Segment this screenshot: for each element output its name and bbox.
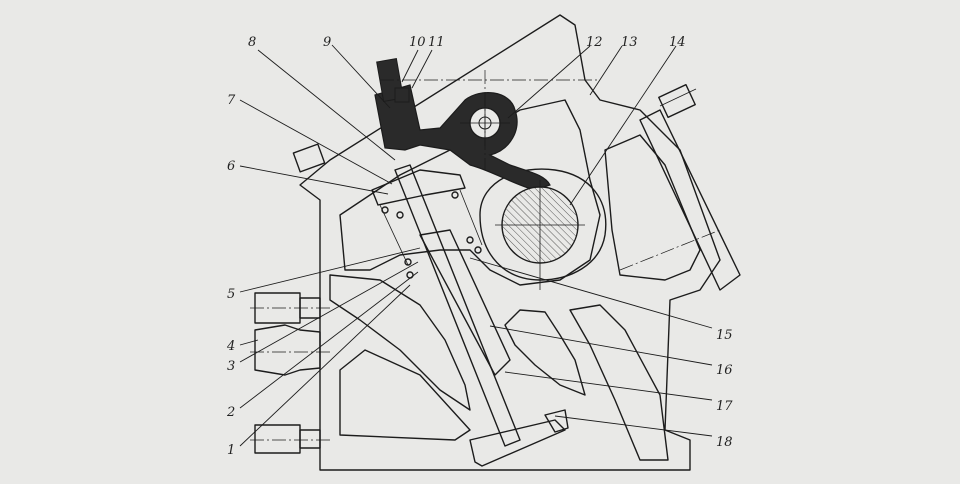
callout-18: 18 — [716, 435, 733, 450]
left-studs — [254, 143, 326, 454]
valve-seat — [544, 409, 569, 433]
side-cover-bolt — [658, 83, 696, 119]
callout-1: 1 — [227, 443, 235, 458]
side-cover-plate — [639, 109, 741, 291]
valve-stem — [394, 164, 521, 447]
valve — [394, 164, 569, 467]
side-cover — [639, 83, 741, 291]
callout-12: 12 — [586, 35, 603, 50]
callout-7: 7 — [227, 93, 236, 108]
head-outer-casting — [299, 14, 721, 471]
camshaft — [495, 180, 585, 290]
callout-4: 4 — [226, 339, 235, 354]
valve-guide — [419, 229, 511, 376]
lower-right-passage — [569, 304, 669, 461]
callout-11: 11 — [428, 35, 445, 50]
callout-14: 14 — [669, 35, 686, 50]
callout-5: 5 — [227, 287, 235, 302]
callout-17: 17 — [716, 399, 733, 414]
rocker-arm — [374, 57, 551, 191]
callout-2: 2 — [226, 405, 235, 420]
callout-3: 3 — [227, 359, 235, 374]
coolant-passage — [504, 309, 586, 396]
callout-10: 10 — [409, 35, 426, 50]
leader-lines — [239, 44, 713, 447]
callout-15: 15 — [716, 328, 733, 343]
valve-spring-assembly — [371, 169, 483, 279]
valve-head — [469, 419, 566, 467]
stud-top-left — [292, 143, 326, 173]
callout-9: 9 — [323, 35, 331, 50]
intake-port-cavity — [339, 349, 471, 441]
callout-8: 8 — [248, 35, 256, 50]
stud-middle — [254, 324, 321, 376]
callout-labels: 1 2 3 4 5 6 7 8 9 10 11 12 13 14 15 16 1… — [226, 35, 733, 458]
callout-6: 6 — [227, 159, 235, 174]
callout-13: 13 — [621, 35, 638, 50]
lock-nut — [394, 87, 410, 103]
right-wall-channel — [604, 134, 701, 281]
rocker-arm-body — [374, 84, 551, 191]
stud-lower — [254, 424, 301, 454]
exhaust-port-cavity — [329, 274, 471, 411]
callout-16: 16 — [716, 363, 733, 378]
spring-retainer — [371, 169, 466, 206]
